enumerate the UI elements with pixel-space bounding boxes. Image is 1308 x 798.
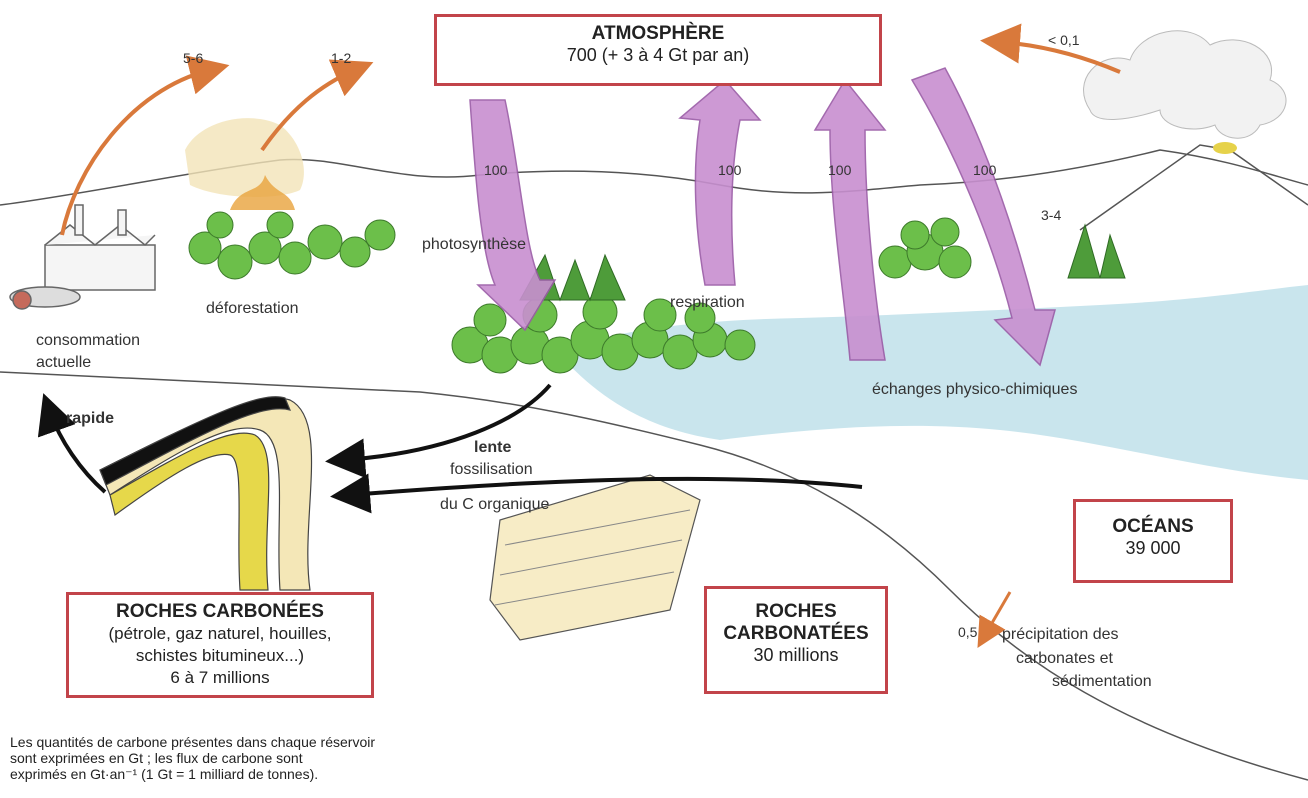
flux-volcan: < 0,1 <box>1048 32 1080 48</box>
label-echanges: échanges physico-chimiques <box>872 381 1077 399</box>
fire-smoke <box>185 118 304 197</box>
respiration-arrow <box>680 80 760 285</box>
label-precipitation-2: carbonates et <box>1016 650 1113 668</box>
oceans-value: 39 000 <box>1076 538 1230 559</box>
flux-ocean-down: 100 <box>973 162 996 178</box>
roches-carbonatees-value: 30 millions <box>707 645 885 666</box>
rock-strata <box>100 397 312 590</box>
factory <box>10 205 155 309</box>
label-fossilisation-2: du C organique <box>440 496 549 514</box>
label-respiration: respiration <box>670 294 745 312</box>
flux-consommation: 5-6 <box>183 50 203 66</box>
flux-deforestation: 1-2 <box>331 50 351 66</box>
oceans-title: OCÉANS <box>1076 516 1230 538</box>
flux-volcan-sol: 3-4 <box>1041 207 1061 223</box>
roches-carbonatees-box: ROCHES CARBONATÉES 30 millions <box>704 586 888 694</box>
lente-arrow <box>345 385 550 460</box>
oceans-box: OCÉANS 39 000 <box>1073 499 1233 583</box>
volcano <box>1080 145 1308 230</box>
label-consommation-1: consommation <box>36 332 140 350</box>
roches-carbonatees-title-1: ROCHES <box>707 601 885 623</box>
roches-carbonees-value: 6 à 7 millions <box>69 667 371 689</box>
footnote: Les quantités de carbone présentes dans … <box>10 734 570 782</box>
right-conifers <box>1068 225 1125 278</box>
label-lente: lente <box>474 439 511 457</box>
flux-ocean-up: 100 <box>828 162 851 178</box>
bushes <box>879 218 971 278</box>
volcano-crater <box>1213 142 1237 154</box>
photosynthesis-arrow <box>470 100 555 330</box>
label-precipitation-3: sédimentation <box>1052 673 1152 691</box>
flux-photosynthese: 100 <box>484 162 507 178</box>
deforestation-trees <box>189 212 395 279</box>
roches-carbonees-detail-2: schistes bitumineux...) <box>69 645 371 667</box>
roches-carbonees-detail-1: (pétrole, gaz naturel, houilles, <box>69 623 371 645</box>
flux-precipitation: 0,5 <box>958 624 977 640</box>
roches-carbonees-title: ROCHES CARBONÉES <box>69 601 371 623</box>
atmosphere-box: ATMOSPHÈRE 700 (+ 3 à 4 Gt par an) <box>434 14 882 86</box>
atmosphere-value: 700 (+ 3 à 4 Gt par an) <box>437 45 879 66</box>
label-deforestation: déforestation <box>206 300 299 318</box>
label-photosynthese: photosynthèse <box>422 236 526 254</box>
flux-respiration: 100 <box>718 162 741 178</box>
roches-carbonees-box: ROCHES CARBONÉES (pétrole, gaz naturel, … <box>66 592 374 698</box>
label-fossilisation-1: fossilisation <box>450 461 533 479</box>
label-precipitation-1: précipitation des <box>1002 626 1119 644</box>
footnote-line-1: Les quantités de carbone présentes dans … <box>10 734 570 750</box>
footnote-line-2: sont exprimées en Gt ; les flux de carbo… <box>10 750 570 766</box>
label-consommation-2: actuelle <box>36 354 91 372</box>
atmosphere-title: ATMOSPHÈRE <box>437 23 879 45</box>
smoke-cloud <box>1084 31 1286 138</box>
label-rapide: rapide <box>66 410 114 428</box>
roches-carbonatees-title-2: CARBONATÉES <box>707 623 885 645</box>
footnote-line-3: exprimés en Gt·an⁻¹ (1 Gt = 1 milliard d… <box>10 766 570 782</box>
